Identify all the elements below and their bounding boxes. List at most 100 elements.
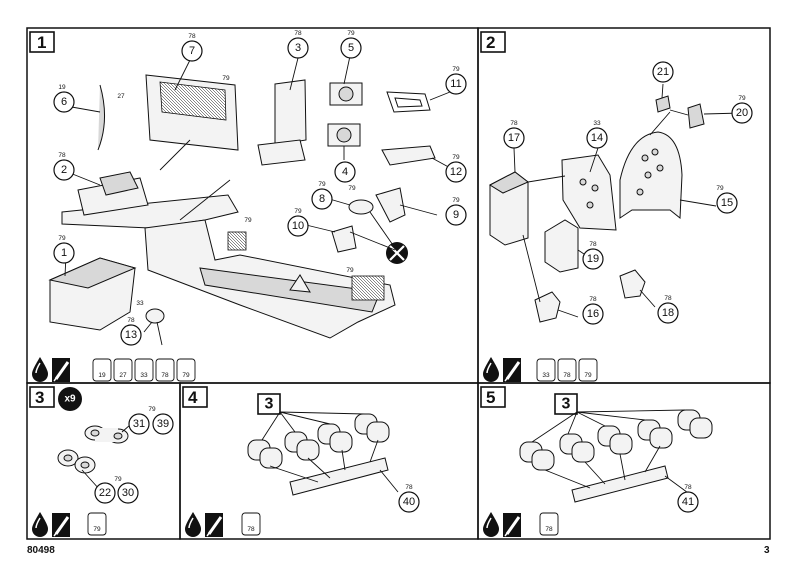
svg-text:78: 78	[405, 484, 413, 491]
svg-text:78: 78	[188, 33, 196, 40]
svg-text:12: 12	[450, 166, 462, 178]
svg-text:79: 79	[346, 267, 354, 274]
lever	[331, 225, 357, 253]
step-2-number: 2	[480, 31, 506, 53]
svg-text:79: 79	[294, 208, 302, 215]
svg-text:79: 79	[182, 372, 190, 379]
paint-can-33: 33	[536, 358, 556, 382]
paint-strip-step-5: 78	[481, 510, 559, 539]
step-3-number: 3	[29, 386, 55, 408]
ref-step-3-box: 3	[257, 393, 281, 415]
hub-small	[655, 95, 671, 113]
step-4-panel	[179, 382, 479, 540]
svg-text:5: 5	[348, 42, 354, 54]
mirror	[145, 308, 165, 324]
roll-bar	[386, 91, 431, 113]
svg-text:3: 3	[295, 42, 301, 54]
callout-5: 5 79	[340, 30, 362, 59]
svg-text:6: 6	[61, 96, 67, 108]
paint-can-78: 78	[241, 512, 261, 536]
svg-text:78: 78	[58, 152, 66, 159]
svg-text:11: 11	[450, 78, 461, 90]
svg-text:33: 33	[136, 300, 144, 307]
svg-text:13: 13	[125, 329, 137, 341]
svg-text:2: 2	[486, 33, 495, 52]
svg-text:27: 27	[119, 372, 127, 379]
bracket-right	[619, 269, 646, 299]
svg-text:79: 79	[148, 406, 156, 413]
svg-text:33: 33	[542, 372, 550, 379]
svg-text:18: 18	[662, 307, 674, 319]
glue-brush-icon	[30, 510, 72, 539]
svg-text:27: 27	[117, 93, 125, 100]
track-bar-5	[571, 465, 669, 503]
paint-can-27: 27	[113, 358, 133, 382]
step-4-callouts: 40 78	[398, 484, 420, 513]
callout-30: 30	[117, 482, 139, 504]
callout-6: 619	[53, 84, 75, 113]
svg-text:19: 19	[98, 372, 106, 379]
callout-9: 979	[445, 197, 467, 226]
svg-text:33: 33	[593, 120, 601, 127]
svg-text:79: 79	[347, 30, 355, 37]
svg-text:78: 78	[294, 30, 302, 37]
svg-text:78: 78	[589, 241, 597, 248]
svg-text:78: 78	[684, 484, 692, 491]
svg-text:78: 78	[510, 120, 518, 127]
paint-strip-step-2: 33 78 79	[481, 355, 598, 384]
step-2-illustration	[488, 83, 743, 323]
svg-text:79: 79	[452, 66, 460, 73]
svg-text:79: 79	[58, 235, 66, 242]
svg-text:79: 79	[318, 181, 326, 188]
callout-12: 12 79	[445, 154, 467, 183]
seat-small	[544, 219, 579, 273]
svg-text:16: 16	[587, 308, 599, 320]
svg-text:79: 79	[452, 197, 460, 204]
svg-text:17: 17	[508, 132, 520, 144]
callout-11: 11 79	[445, 66, 467, 95]
track-links-5	[519, 409, 713, 471]
callout-21: 21	[652, 61, 674, 83]
svg-text:30: 30	[122, 487, 134, 499]
svg-text:78: 78	[664, 295, 672, 302]
svg-text:20: 20	[736, 107, 748, 119]
dashboard-panel	[561, 154, 617, 231]
svg-text:78: 78	[545, 526, 553, 533]
svg-text:2: 2	[61, 164, 67, 176]
svg-text:1: 1	[37, 33, 46, 52]
step-5-number: 5	[480, 386, 506, 408]
svg-text:3: 3	[562, 396, 571, 413]
svg-text:8: 8	[319, 193, 325, 205]
svg-text:33: 33	[140, 372, 148, 379]
svg-text:79: 79	[452, 154, 460, 161]
svg-text:78: 78	[127, 317, 135, 324]
svg-text:79: 79	[222, 75, 230, 82]
callout-13: 13 78	[120, 317, 142, 346]
callout-2: 2 78	[53, 152, 75, 181]
callout-7: 778	[181, 33, 203, 62]
svg-text:40: 40	[403, 496, 415, 508]
svg-text:78: 78	[247, 526, 255, 533]
svg-text:19: 19	[587, 253, 599, 265]
paint-strip-step-1: 19 27 33 78 79	[30, 355, 196, 384]
steering-arm	[375, 187, 406, 223]
glue-brush-icon	[183, 510, 225, 539]
svg-text:79: 79	[93, 526, 101, 533]
svg-text:4: 4	[188, 388, 198, 407]
ref-step-3-box-5: 3	[554, 393, 578, 415]
step-1-number: 1	[29, 31, 55, 53]
